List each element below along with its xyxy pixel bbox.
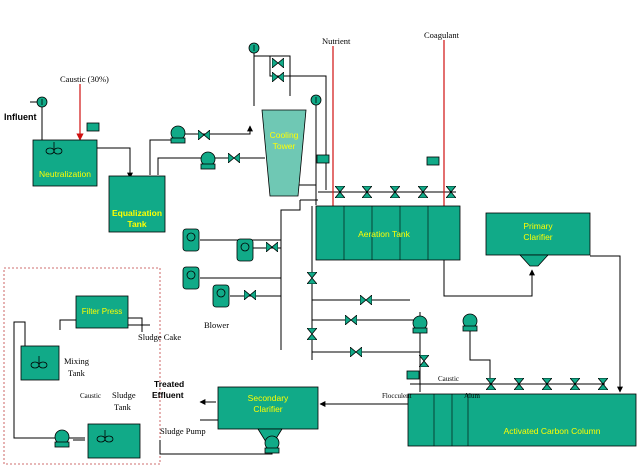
blower-2-icon xyxy=(236,238,254,262)
valve-icon xyxy=(350,347,362,357)
influent-gauge-icon xyxy=(36,96,48,108)
filter-press-label: Filter Press xyxy=(82,307,122,316)
treated-effluent-label-1: Treated xyxy=(154,379,184,389)
blower-3-icon xyxy=(182,266,200,290)
primary-clarifier-label-2: Clarifier xyxy=(523,232,552,242)
caustic-30-label: Caustic (30%) xyxy=(60,74,109,84)
mixing-tank-label-1: Mixing xyxy=(64,356,90,366)
primary-pump-2-icon xyxy=(462,313,478,332)
cooling-label-1: Cooling xyxy=(270,130,299,140)
activated-carbon-column xyxy=(407,393,637,447)
primary-clarifier xyxy=(485,212,591,267)
carbon-meter-icon xyxy=(406,370,420,380)
equalization-label-1: Equalization xyxy=(112,208,162,218)
aeration-label: Aeration Tank xyxy=(358,229,411,239)
sludge-area-boundary xyxy=(3,267,161,465)
valve-icon xyxy=(345,315,357,325)
blower-4-icon xyxy=(212,284,230,308)
sludge-pump-label: Sludge Pump xyxy=(160,426,206,436)
nutrient-label: Nutrient xyxy=(322,36,351,46)
feed-pump-icon xyxy=(170,125,186,144)
equalization-tank xyxy=(108,175,166,233)
caustic-left-label: Caustic xyxy=(80,392,101,400)
treated-effluent-label-2: Effluent xyxy=(152,390,184,400)
cooling-gauge-2-icon xyxy=(310,94,322,106)
cooling-gauge-icon xyxy=(248,42,260,54)
aeration-tank xyxy=(315,205,461,261)
mixing-tank xyxy=(20,345,60,381)
coagulant-label: Coagulant xyxy=(424,30,460,40)
cooling-tower xyxy=(261,109,307,197)
ph-meter-icon xyxy=(86,122,100,132)
coagulant-meter-icon xyxy=(426,156,440,166)
valve-icon xyxy=(228,153,240,163)
neutralization-tank xyxy=(32,139,98,187)
secondary-clarifier-label-1: Secondary xyxy=(248,393,289,403)
blower-1-icon xyxy=(182,228,200,252)
blower-label: Blower xyxy=(204,320,229,330)
primary-pump-icon xyxy=(412,315,428,334)
valve-icon xyxy=(198,130,210,140)
sludge-tank-label-2: Tank xyxy=(114,402,132,412)
mixing-tank-label-2: Tank xyxy=(68,368,86,378)
valve-icon xyxy=(244,290,256,300)
valve-icon xyxy=(360,295,372,305)
flocculent-label: Flocculent xyxy=(382,392,412,400)
sludge-circulation-pump-icon xyxy=(54,429,70,448)
feed-pump-2-icon xyxy=(200,151,216,170)
valve-icon xyxy=(307,328,317,340)
valve-icon xyxy=(266,242,278,252)
alum-label: Alum xyxy=(464,392,481,400)
caustic-right-label: Caustic xyxy=(438,375,459,383)
sludge-pump-icon xyxy=(264,435,280,454)
filter-press xyxy=(75,295,129,329)
primary-clarifier-label-1: Primary xyxy=(523,221,553,231)
valve-icon xyxy=(272,72,284,82)
equalization-label-2: Tank xyxy=(127,219,146,229)
sludge-tank-label-1: Sludge xyxy=(112,390,136,400)
secondary-clarifier xyxy=(217,386,319,443)
influent-label: Influent xyxy=(4,112,37,122)
carbon-column-label: Activated Carbon Column xyxy=(504,426,601,436)
valve-icon xyxy=(307,272,317,284)
cooling-label-2: Tower xyxy=(273,141,296,151)
secondary-clarifier-label-2: Clarifier xyxy=(253,404,282,414)
nutrient-meter-icon xyxy=(316,154,330,164)
valve-icon xyxy=(272,58,284,68)
neutralization-label: Neutralization xyxy=(39,169,91,179)
sludge-tank xyxy=(87,423,141,459)
sludge-cake-label: Sludge Cake xyxy=(138,332,181,342)
